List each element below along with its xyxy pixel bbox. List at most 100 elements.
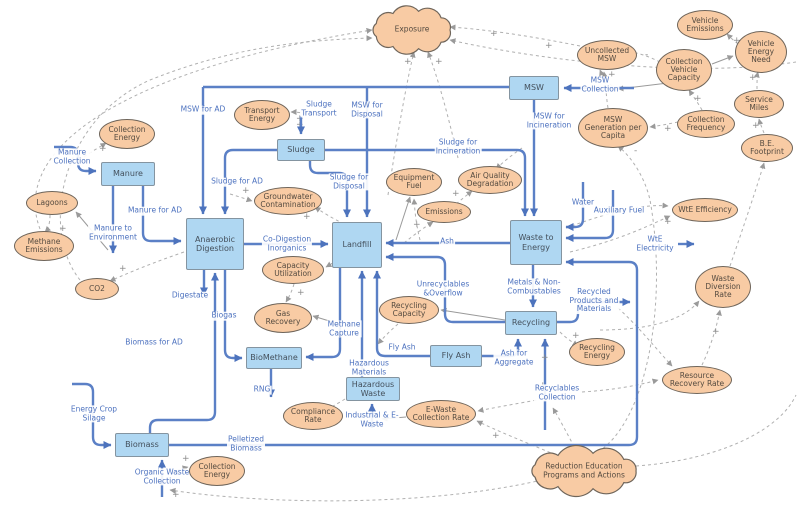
link-lagoons-methane[interactable]: [44, 214, 52, 233]
flow-sludge-for-ad-pipe[interactable]: [221, 148, 277, 215]
link-capacity-gas[interactable]: [285, 283, 295, 303]
link-mswgen-uncollected[interactable]: [601, 71, 609, 109]
variable-waste-diversion-rate[interactable]: Waste Diversion Rate: [695, 266, 751, 308]
stock-hazardous-waste[interactable]: Hazardous Waste: [346, 377, 400, 401]
flow-label-methane-capture[interactable]: Methane Capture: [326, 319, 362, 338]
flow-label-msw-collection[interactable]: MSW Collection: [580, 75, 620, 94]
flow-manure-for-ad-pipe[interactable]: [141, 186, 182, 245]
link-cvc-ven[interactable]: [711, 55, 734, 65]
link-ash-emissions[interactable]: [403, 221, 434, 244]
variable-methane-emissions[interactable]: Methane Emissions: [14, 231, 74, 261]
flow-label-recyclables-collection[interactable]: Recyclables Collection: [533, 383, 581, 402]
link-incin-equipfuel[interactable]: [411, 198, 421, 241]
flow-fly-ash-pipe[interactable]: [373, 270, 430, 358]
flow-label-co-digestion-inorganics[interactable]: Co-Digestion Inorganics: [261, 234, 313, 253]
cloud-exposure[interactable]: [372, 5, 452, 55]
link-reduction-ewaste[interactable]: [476, 420, 557, 456]
variable-gas-recovery[interactable]: Gas Recovery: [254, 303, 312, 333]
link-ash-equipfuel[interactable]: [395, 196, 412, 241]
link-resource-diversion[interactable]: [701, 309, 722, 366]
flow-label-fly-ash-label[interactable]: Fly Ash: [387, 342, 417, 353]
link-cvc-uncollected[interactable]: [624, 48, 661, 63]
flow-label-msw-for-disposal[interactable]: MSW for Disposal: [350, 100, 384, 119]
variable-be-footprint[interactable]: B.E. Footprint: [741, 134, 793, 162]
flow-water-pipe[interactable]: [565, 182, 585, 231]
variable-recycling-capacity[interactable]: Recycling Capacity: [379, 296, 439, 324]
cloud-reduction-education[interactable]: [531, 444, 637, 498]
link-reduction-organic[interactable]: [169, 479, 543, 502]
variable-resource-recovery-rate[interactable]: Resource Recovery Rate: [662, 366, 732, 394]
variable-collection-energy-1[interactable]: Collection Energy: [99, 119, 155, 149]
variable-groundwater-contamination[interactable]: Groundwater Contamination: [254, 187, 322, 215]
variable-vehicle-energy-need[interactable]: Vehicle Energy Need: [735, 31, 787, 73]
flow-auxiliary-fuel-pipe[interactable]: [565, 190, 615, 242]
variable-recycling-energy[interactable]: Recycling Energy: [569, 338, 625, 366]
flow-label-metals-non-combustables[interactable]: Metals & Non- Combustables: [506, 277, 562, 296]
flow-label-auxiliary-fuel[interactable]: Auxiliary Fuel: [592, 205, 646, 216]
flow-label-manure-for-ad[interactable]: Manure for AD: [126, 205, 184, 216]
flow-label-ash-for-aggregate[interactable]: Ash for Aggregate: [493, 348, 535, 367]
flow-label-sludge-for-disposal[interactable]: Sludge for Disposal: [328, 172, 370, 191]
flow-sludge-for-incineration-pipe[interactable]: [325, 148, 529, 217]
variable-capacity-utilization[interactable]: Capacity Utilization: [262, 256, 324, 284]
flow-label-unrecyclables-overflow[interactable]: Unrecyclables &Overflow: [415, 279, 471, 298]
variable-service-miles[interactable]: Service Miles: [734, 90, 784, 118]
stock-anaerobic-digestion[interactable]: Anaerobic Digestion: [186, 218, 244, 270]
variable-collection-vehicle-capacity[interactable]: Collection Vehicle Capacity: [656, 49, 712, 91]
flow-label-sludge-for-incineration[interactable]: Sludge for Incineration: [434, 137, 482, 156]
flow-label-manure-collection[interactable]: Manure Collection: [52, 147, 92, 166]
flow-label-manure-to-environment[interactable]: Manure to Environment: [88, 223, 138, 242]
link-be-service[interactable]: [757, 118, 765, 134]
variable-lagoons[interactable]: Lagoons: [26, 191, 78, 215]
flow-label-wte-electricity[interactable]: WtE Electricity: [635, 234, 675, 253]
link-diversion-be[interactable]: [729, 162, 766, 267]
link-reduction-right-sweep[interactable]: [635, 394, 797, 467]
flow-label-industrial-e-waste[interactable]: Industrial & E- Waste: [344, 410, 400, 429]
link-service-ven[interactable]: [753, 71, 760, 90]
variable-collection-frequency[interactable]: Collection Frequency: [677, 110, 735, 138]
variable-compliance-rate[interactable]: Compliance Rate: [283, 402, 343, 430]
flow-label-msw-for-ad[interactable]: MSW for AD: [179, 104, 227, 115]
flow-label-organic-waste-collection[interactable]: Organic Waste Collection: [133, 467, 191, 486]
flow-biogas-pipe[interactable]: [223, 270, 243, 362]
stock-sludge[interactable]: Sludge: [277, 139, 325, 161]
flow-label-hazardous-materials[interactable]: Hazardous Materials: [348, 358, 390, 377]
link-co2-exposure[interactable]: [60, 35, 373, 281]
link-s4ad-groundwater[interactable]: [229, 193, 253, 203]
stock-msw[interactable]: MSW: [509, 76, 559, 100]
link-left-resource[interactable]: [581, 378, 659, 393]
flow-label-digestate[interactable]: Digestate: [170, 290, 210, 301]
flow-label-pelletized-biomass[interactable]: Pelletized Biomass: [227, 434, 265, 453]
stock-manure[interactable]: Manure: [101, 162, 155, 186]
flow-methane-capture-pipe[interactable]: [305, 268, 342, 361]
link-capacity-flyash[interactable]: [377, 323, 399, 345]
flow-pelletized-biomass-pipe[interactable]: [169, 258, 639, 447]
stock-fly-ash[interactable]: Fly Ash: [430, 345, 482, 367]
link-recycled-resource[interactable]: [617, 307, 673, 367]
variable-uncollected-msw[interactable]: Uncollected MSW: [577, 40, 637, 70]
link-uncollected-exposure[interactable]: [449, 24, 581, 47]
flow-label-water[interactable]: Water: [570, 197, 596, 208]
variable-equipment-fuel[interactable]: Equipment Fuel: [386, 168, 442, 196]
link-freq-cvc[interactable]: [688, 89, 703, 111]
stock-recycling[interactable]: Recycling: [505, 311, 557, 335]
variable-emissions[interactable]: Emissions: [417, 201, 471, 223]
link-recycled-diversion[interactable]: [599, 300, 700, 331]
flow-label-sludge-for-ad[interactable]: Sludge for AD: [210, 176, 264, 187]
variable-transport-energy[interactable]: Transport Energy: [234, 100, 290, 130]
variable-msw-generation-per-capita[interactable]: MSW Generation per Capita: [578, 108, 648, 148]
flow-biomass-for-ad-pipe[interactable]: [148, 272, 219, 433]
flow-label-sludge-transport[interactable]: Sludge Transport: [300, 99, 338, 118]
link-wte-efficiency-1[interactable]: [565, 202, 669, 229]
flow-label-recycled-products[interactable]: Recycled Products and Materials: [568, 287, 620, 314]
variable-vehicle-emissions[interactable]: Vehicle Emissions: [677, 10, 733, 40]
variable-air-quality-degradation[interactable]: Air Quality Degradation: [458, 166, 522, 194]
stock-biomass[interactable]: Biomass: [115, 433, 169, 457]
link-ad-co2[interactable]: [109, 251, 185, 282]
flow-label-ash[interactable]: Ash: [439, 236, 455, 247]
link-recycling-capacity-link[interactable]: [440, 307, 506, 321]
variable-e-waste-collection-rate[interactable]: E-Waste Collection Rate: [406, 400, 476, 428]
variable-wte-efficiency[interactable]: WtE Efficiency: [672, 198, 738, 222]
flow-label-rng[interactable]: RNG: [252, 384, 272, 395]
stock-waste-to-energy[interactable]: Waste to Energy: [510, 220, 562, 265]
